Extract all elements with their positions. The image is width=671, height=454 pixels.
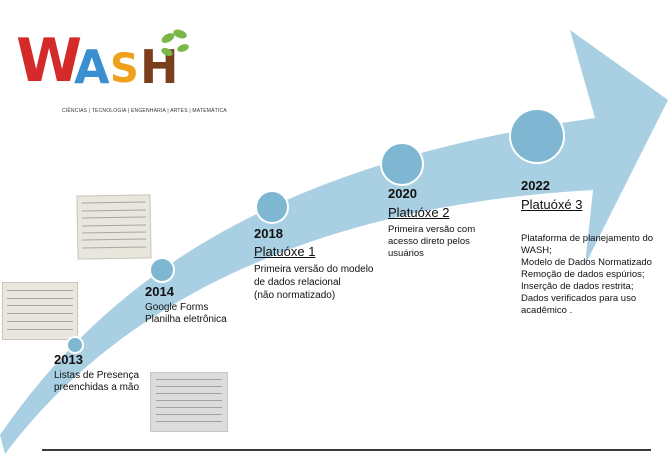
leaf-icon [161,29,189,57]
milestone-description-2020: Primeira versão com acesso direto pelos … [388,224,476,259]
wash-logo: W A S H CIÊNCIAS | TECNOLOGIA | ENGENHAR… [10,18,227,128]
logo-letter-s: S [110,46,139,92]
milestone-description-2013: Listas de Presença preenchidas a mão [54,370,140,393]
milestone-description-2018: Primeira versão do modelo de dados relac… [254,264,374,301]
milestone-marker-2020 [380,142,424,186]
milestone-year-2013: 2013 [54,352,83,367]
milestone-version-2018: Platuóxe 1 [254,244,316,259]
logo-letter-h: H [140,40,179,94]
milestone-description-2014: Google Forms Planilha eletrônica [145,302,227,325]
logo-subtitle: CIÊNCIAS | TECNOLOGIA | ENGENHARIA | ART… [62,108,227,114]
milestone-marker-2022 [509,108,565,164]
footer-divider [42,449,651,451]
logo-letter-a: A [74,40,110,94]
milestone-year-2020: 2020 [388,186,417,201]
attendance-sheet-photo-3 [150,372,228,432]
milestone-marker-2018 [255,190,289,224]
attendance-sheet-photo-1 [76,194,152,260]
logo-letter-w: W [16,26,83,96]
milestone-description-2022: Plataforma de planejamento do WASH; Mode… [521,233,654,316]
attendance-sheet-photo-2 [2,282,78,340]
milestone-version-2020: Platuóxe 2 [388,205,450,220]
milestone-year-2022: 2022 [521,178,550,193]
arrow-body [0,30,668,454]
milestone-version-2022: Platuóxé 3 [521,197,583,212]
milestone-marker-2014 [149,257,175,283]
milestone-year-2014: 2014 [145,284,174,299]
milestone-marker-2013 [66,336,84,354]
milestone-year-2018: 2018 [254,226,283,241]
